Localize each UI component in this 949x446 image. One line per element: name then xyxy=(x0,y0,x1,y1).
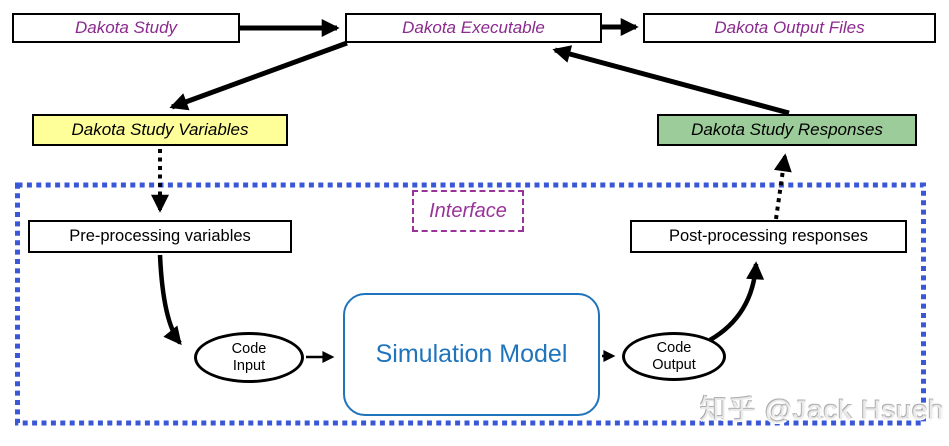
node-dakota-output-files-label: Dakota Output Files xyxy=(714,18,865,37)
node-pre-processing-variables: Pre-processing variables xyxy=(28,220,292,253)
code-input-line2: Input xyxy=(232,357,266,374)
code-input-line1: Code xyxy=(231,340,267,357)
node-dakota-output-files: Dakota Output Files xyxy=(643,13,936,43)
node-post-processing-label: Post-processing responses xyxy=(668,227,868,245)
node-code-input: Code Input xyxy=(194,332,304,383)
node-dakota-executable-label: Dakota Executable xyxy=(402,18,545,37)
node-post-processing-responses: Post-processing responses xyxy=(630,220,907,253)
node-dakota-study-responses-label: Dakota Study Responses xyxy=(691,120,883,139)
arrow-executable-to-variables xyxy=(169,40,348,111)
code-output-line1: Code xyxy=(656,339,692,356)
node-dakota-study-variables-label: Dakota Study Variables xyxy=(71,120,249,139)
node-dakota-study-label: Dakota Study xyxy=(74,18,178,37)
node-dakota-executable: Dakota Executable xyxy=(345,13,602,43)
node-simulation-model: Simulation Model xyxy=(343,293,600,416)
node-dakota-study-variables: Dakota Study Variables xyxy=(32,114,288,146)
arrow-postprocessing-to-responses-dotted xyxy=(773,153,792,220)
interface-label-text: Interface xyxy=(429,199,507,222)
arrow-responses-to-executable xyxy=(552,45,790,116)
node-dakota-study: Dakota Study xyxy=(12,13,240,43)
node-code-output: Code Output xyxy=(622,332,726,381)
watermark-text: 知乎 @Jack Hsueh xyxy=(700,395,944,425)
arrow-preprocessing-to-codeinput xyxy=(157,254,182,346)
node-dakota-study-responses: Dakota Study Responses xyxy=(657,114,917,146)
node-pre-processing-label: Pre-processing variables xyxy=(69,227,251,245)
code-output-line2: Output xyxy=(652,356,696,373)
arrow-codeoutput-to-postprocessing xyxy=(708,261,765,342)
interface-region-label: Interface xyxy=(412,190,524,232)
node-simulation-model-label: Simulation Model xyxy=(375,340,568,368)
